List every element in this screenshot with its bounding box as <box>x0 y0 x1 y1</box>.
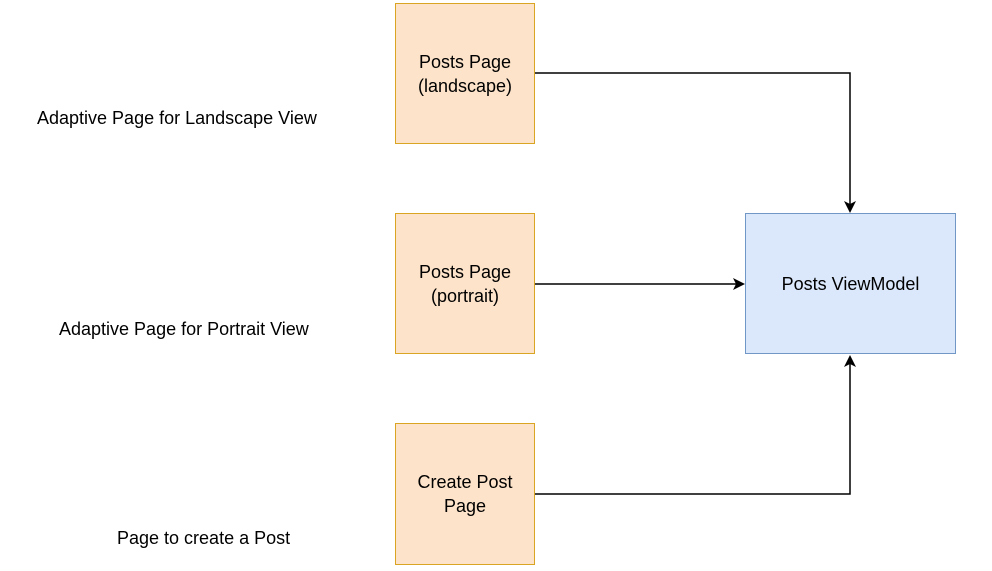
annotation-portrait: Adaptive Page for Portrait View <box>59 319 309 339</box>
node-line2: Page <box>443 496 487 516</box>
node-line2: (landscape) <box>417 75 513 96</box>
annotation-create: Page to create a Post <box>117 528 291 548</box>
node-label: Posts ViewModel <box>781 273 920 294</box>
node-line1: Posts Page <box>418 261 512 282</box>
posts-page-landscape-node[interactable]: Posts Page (landscape) <box>395 3 535 144</box>
edge-landscape-to-viewmodel <box>535 72 856 213</box>
create-post-page-node[interactable]: Create Post Page <box>395 423 535 565</box>
node-line2: (portrait) <box>430 285 499 306</box>
edge-create-to-viewmodel <box>535 355 856 495</box>
posts-page-portrait-node[interactable]: Posts Page (portrait) <box>395 213 535 354</box>
node-line1: Posts Page <box>418 51 512 72</box>
annotation-landscape: Adaptive Page for Landscape View <box>37 108 317 128</box>
node-line1: Create Post <box>417 472 513 492</box>
posts-viewmodel-node[interactable]: Posts ViewModel <box>745 213 956 354</box>
